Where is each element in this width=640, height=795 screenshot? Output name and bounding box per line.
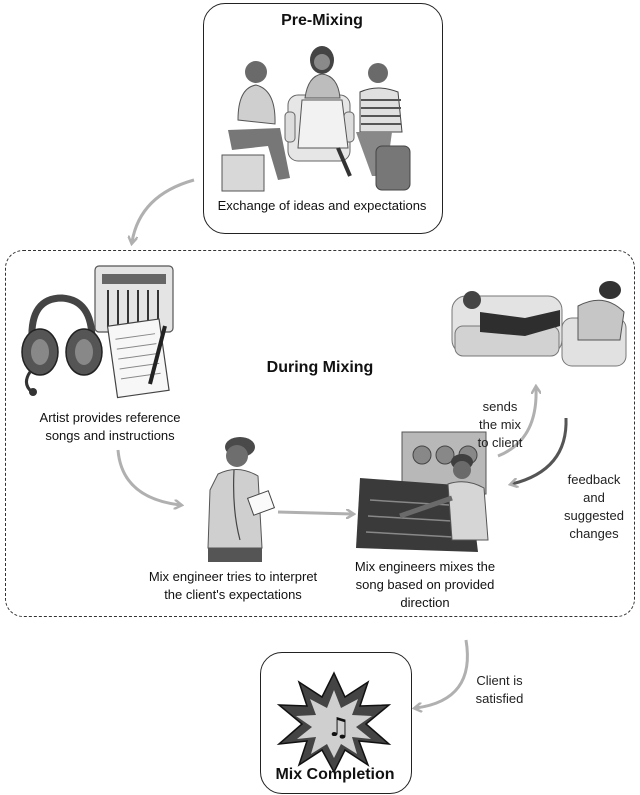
feedback-label-line-1: feedback xyxy=(567,472,621,487)
feedback-label-line-4: changes xyxy=(569,526,619,541)
sends-label-line-3: to client xyxy=(477,435,523,450)
engineer-caption: Mix engineer tries to interpret the clie… xyxy=(128,568,338,604)
engineer-caption-line-1: Mix engineer tries to interpret xyxy=(148,569,318,584)
satisfied-label-line-2: satisfied xyxy=(475,691,524,706)
mix-completion-title: Mix Completion xyxy=(275,766,395,783)
arrow-artist-to-engineer xyxy=(116,449,180,505)
arrow-pre-to-during xyxy=(132,178,195,242)
arrow-feedback xyxy=(512,417,568,484)
engineer-caption-line-2: the client's expectations xyxy=(164,587,302,602)
feedback-label-line-3: suggested xyxy=(564,508,624,523)
pre-mixing-caption: Exchange of ideas and expectations xyxy=(217,198,427,213)
mixing-console-illustration xyxy=(356,431,489,552)
artist-caption: Artist provides reference songs and inst… xyxy=(10,409,210,445)
client-relaxing-illustration xyxy=(451,281,627,367)
client-satisfied-label: Client is satisfied xyxy=(462,672,537,708)
pre-mixing-title: Pre-Mixing xyxy=(281,12,363,29)
mixing-caption: Mix engineers mixes the song based on pr… xyxy=(340,558,510,612)
burst-star-illustration: ♫ xyxy=(276,671,392,774)
artist-caption-line-2: songs and instructions xyxy=(45,428,175,443)
during-mixing-box xyxy=(5,250,635,617)
feedback-label-line-2: and xyxy=(583,490,605,505)
mix-engineer-reading-illustration xyxy=(207,437,276,562)
reference-materials-illustration xyxy=(21,265,174,399)
sends-mix-label: sends the mix to client xyxy=(465,398,535,452)
mixing-caption-line-3: direction xyxy=(400,595,450,610)
music-note-icon: ♫ xyxy=(327,713,350,743)
arrow-to-completion xyxy=(416,639,469,708)
during-mixing-title: During Mixing xyxy=(266,359,374,376)
group-discussion-illustration xyxy=(221,46,411,192)
sends-label-line-2: the mix xyxy=(479,417,521,432)
feedback-label: feedback and suggested changes xyxy=(554,471,634,543)
satisfied-label-line-1: Client is xyxy=(476,673,523,688)
arrow-sends-mix xyxy=(497,388,536,458)
sends-label-line-1: sends xyxy=(482,399,518,414)
mixing-caption-line-2: song based on provided xyxy=(355,577,495,592)
artist-caption-line-1: Artist provides reference xyxy=(39,410,181,425)
arrow-engineer-to-mixing xyxy=(277,512,352,514)
mixing-caption-line-1: Mix engineers mixes the xyxy=(354,559,496,574)
